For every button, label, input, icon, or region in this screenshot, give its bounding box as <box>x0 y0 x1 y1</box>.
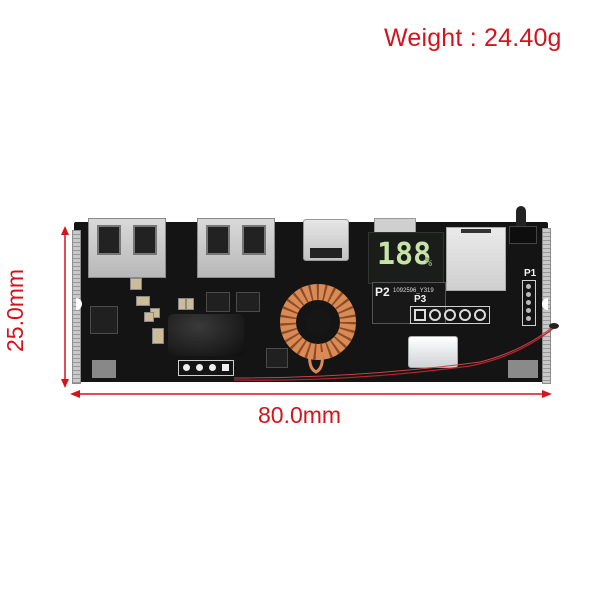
p3-pad <box>474 309 486 321</box>
p3-pad-square <box>414 309 426 321</box>
p3-pad <box>429 309 441 321</box>
toroidal-inductor <box>280 284 356 374</box>
silkscreen-p3: P3 <box>414 294 427 305</box>
p3-pad <box>444 309 456 321</box>
thermistor-wire <box>233 323 559 381</box>
width-dimension-arrow <box>70 390 552 398</box>
p3-header <box>410 306 490 324</box>
p3-pad <box>459 309 471 321</box>
slide-switch-lever <box>516 206 526 228</box>
usb-slot <box>242 225 266 255</box>
pad <box>222 364 229 371</box>
pad <box>183 364 190 371</box>
smd-component <box>152 328 164 344</box>
height-dimension-arrow <box>61 226 69 388</box>
ic-chip <box>266 348 288 368</box>
shield-slot <box>461 229 491 233</box>
height-dimension-label: 25.0mm <box>2 268 28 352</box>
display-percent: % <box>425 255 433 269</box>
p1-header <box>522 280 536 326</box>
usb-slot <box>133 225 157 255</box>
ic-chip <box>236 292 260 312</box>
width-dimension-label: 80.0mm <box>258 402 342 428</box>
pad <box>196 364 203 371</box>
smd-component <box>136 296 150 306</box>
usb-a-port-1 <box>88 218 166 278</box>
test-pad <box>92 360 116 378</box>
silkscreen-p2: P2 <box>375 285 390 299</box>
p1-pin <box>526 292 531 297</box>
usb-a-port-2 <box>197 218 275 278</box>
right-rail-notch <box>542 298 548 310</box>
usb-slot <box>206 225 230 255</box>
p1-pin <box>526 300 531 305</box>
display-digits: 188 <box>377 237 432 272</box>
led-segment-display: 188 % <box>368 232 444 284</box>
smd-component <box>178 298 186 310</box>
silkscreen-p1: P1 <box>524 268 537 279</box>
p1-pin <box>526 284 531 289</box>
ic-chip <box>90 306 118 334</box>
smd-component <box>130 278 142 290</box>
smd-component <box>144 312 154 322</box>
p1-pin <box>526 308 531 313</box>
pad <box>209 364 216 371</box>
electrolytic-capacitor <box>408 336 458 368</box>
test-pad <box>508 360 538 378</box>
p1-pin <box>526 316 531 321</box>
weight-label: Weight : 24.40g <box>384 24 562 52</box>
usb-c-port <box>303 219 349 261</box>
usb-slot <box>97 225 121 255</box>
left-rail-notch <box>76 298 82 310</box>
silkscreen-p2-code: 1092596_Y319 <box>393 288 434 294</box>
shielded-module <box>446 227 506 291</box>
ic-chip <box>206 292 230 312</box>
power-inductor <box>168 314 244 356</box>
slide-switch <box>509 226 537 244</box>
bottom-pad-row <box>178 360 234 376</box>
smd-component <box>186 298 194 310</box>
usb-c-pins <box>310 248 342 258</box>
